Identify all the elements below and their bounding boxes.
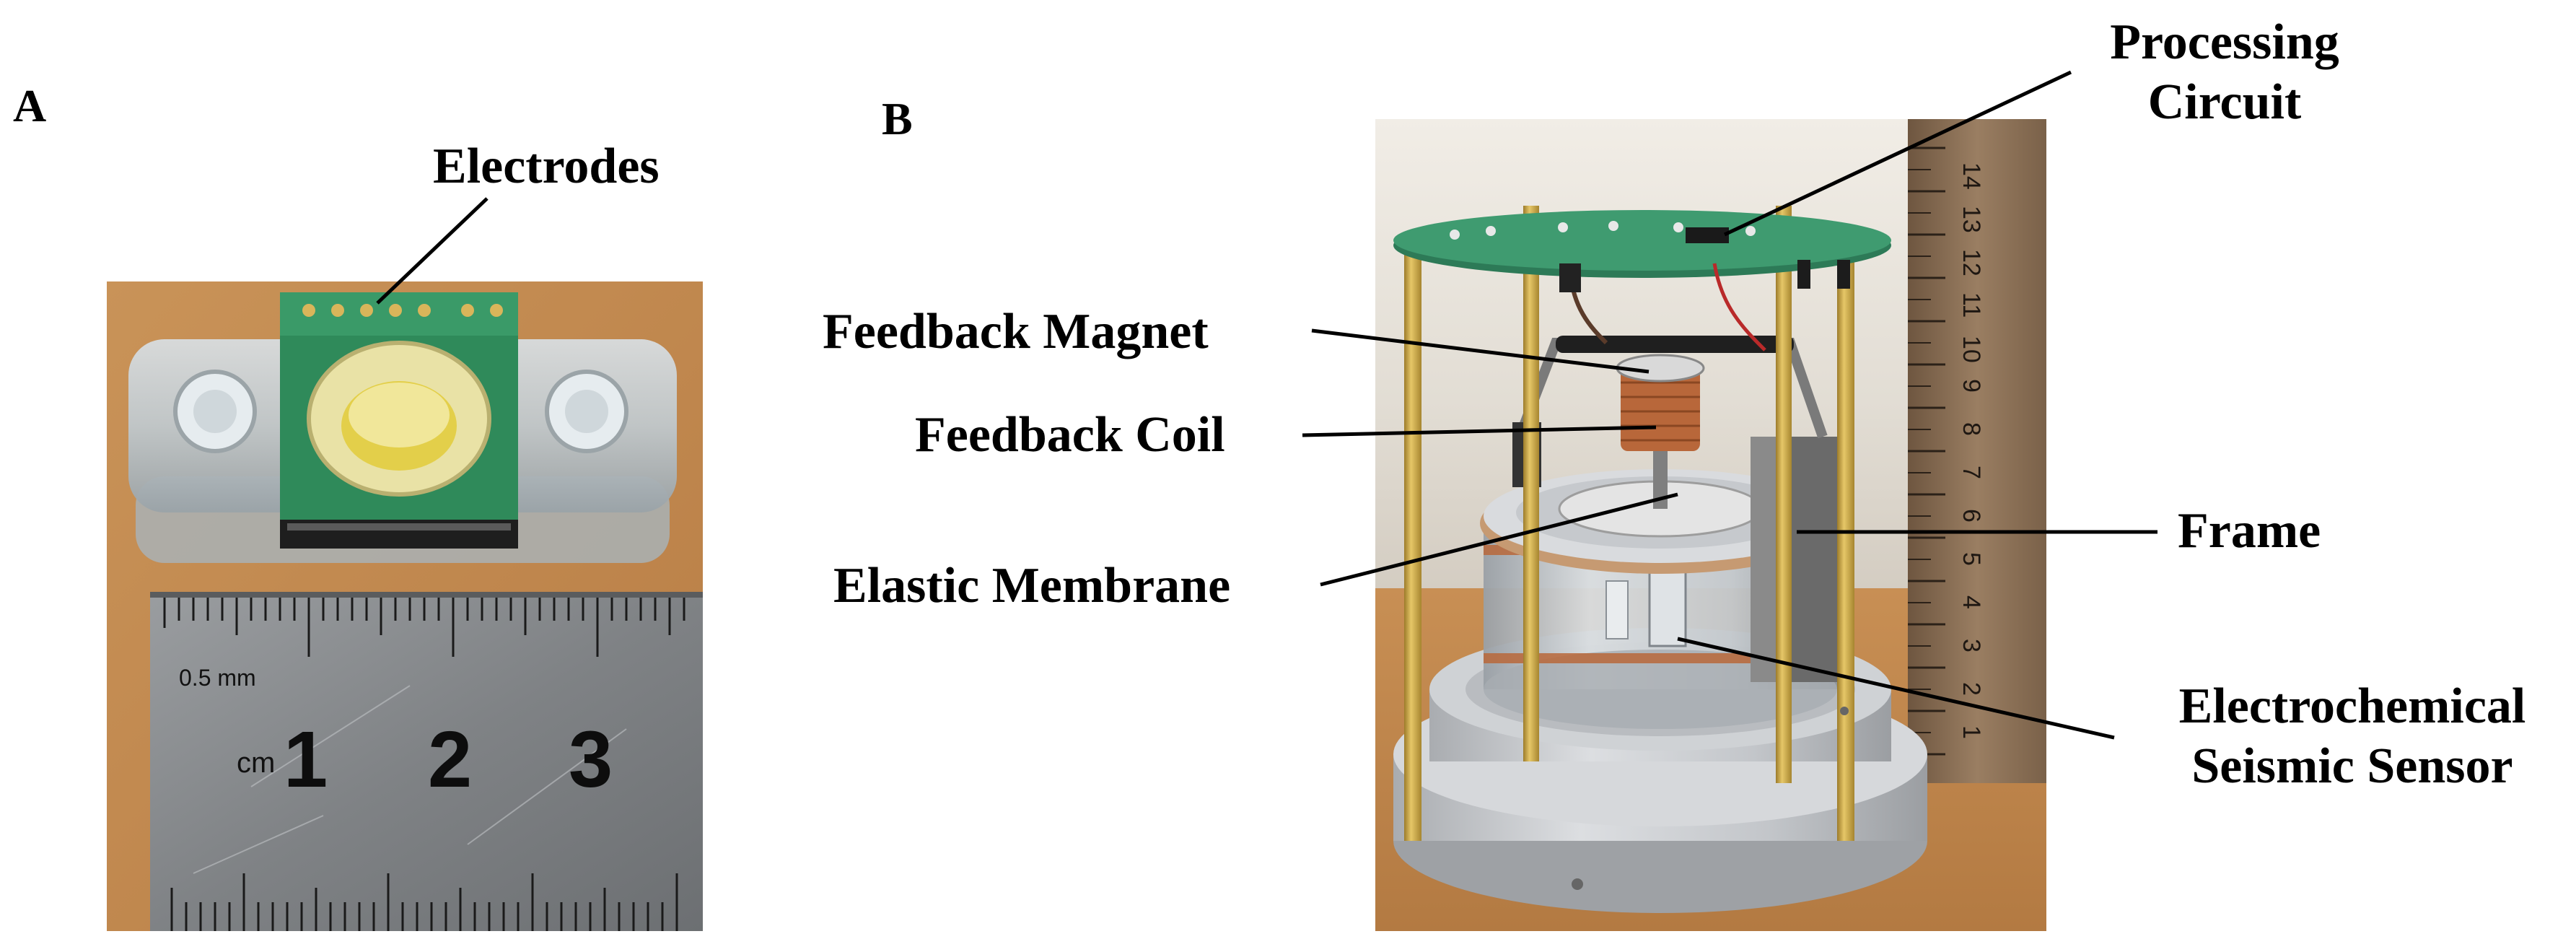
wood-ruler-number-1: 1 xyxy=(1958,725,1985,739)
ruler-number-1: 1 xyxy=(284,715,328,804)
label-electrochemical-seismic-sensor: Electrochemical Seismic Sensor xyxy=(2129,677,2576,796)
ruler-scale-text: 0.5 mm xyxy=(179,665,256,691)
electrode-photo-illustration: 0.5 mm cm 1 2 3 xyxy=(107,281,703,931)
wood-ruler-number-14: 14 xyxy=(1958,162,1985,190)
seismic-sensor-photo-illustration: 14 13 12 11 10 9 8 7 6 5 4 3 2 1 xyxy=(1375,119,2046,931)
wood-ruler-number-9: 9 xyxy=(1958,379,1985,393)
wood-ruler-number-5: 5 xyxy=(1958,552,1985,566)
panel-label-a: A xyxy=(13,80,47,131)
label-feedback-coil: Feedback Coil xyxy=(915,407,1225,463)
ruler-unit-text: cm xyxy=(237,747,275,779)
ruler-number-2: 2 xyxy=(428,715,472,804)
label-processing-line2: Circuit xyxy=(2147,74,2302,130)
wood-ruler-number-6: 6 xyxy=(1958,509,1985,523)
label-processing-circuit: Processing Circuit xyxy=(2048,13,2401,132)
label-frame: Frame xyxy=(2178,503,2321,559)
panel-label-b: B xyxy=(882,93,913,144)
label-processing-line1: Processing xyxy=(2110,14,2339,70)
panel-a-photo: 0.5 mm cm 1 2 3 xyxy=(107,281,703,931)
wood-ruler-number-11: 11 xyxy=(1958,292,1985,318)
label-sensor-line2: Seismic Sensor xyxy=(2191,738,2513,794)
wood-ruler-number-4: 4 xyxy=(1958,595,1985,609)
ruler-number-3: 3 xyxy=(569,715,613,804)
wood-ruler-number-7: 7 xyxy=(1958,466,1985,479)
wood-ruler-number-13: 13 xyxy=(1958,206,1985,233)
wood-ruler-number-12: 12 xyxy=(1958,249,1985,276)
label-elastic-membrane: Elastic Membrane xyxy=(833,558,1231,613)
label-electrodes: Electrodes xyxy=(433,139,660,194)
label-feedback-magnet: Feedback Magnet xyxy=(823,304,1209,359)
wood-ruler-number-8: 8 xyxy=(1958,422,1985,436)
panel-b-photo: 14 13 12 11 10 9 8 7 6 5 4 3 2 1 xyxy=(1375,119,2046,931)
wood-ruler-number-3: 3 xyxy=(1958,639,1985,652)
label-sensor-line1: Electrochemical xyxy=(2178,678,2526,734)
wood-ruler-number-10: 10 xyxy=(1958,336,1985,363)
wood-ruler-number-2: 2 xyxy=(1958,682,1985,696)
